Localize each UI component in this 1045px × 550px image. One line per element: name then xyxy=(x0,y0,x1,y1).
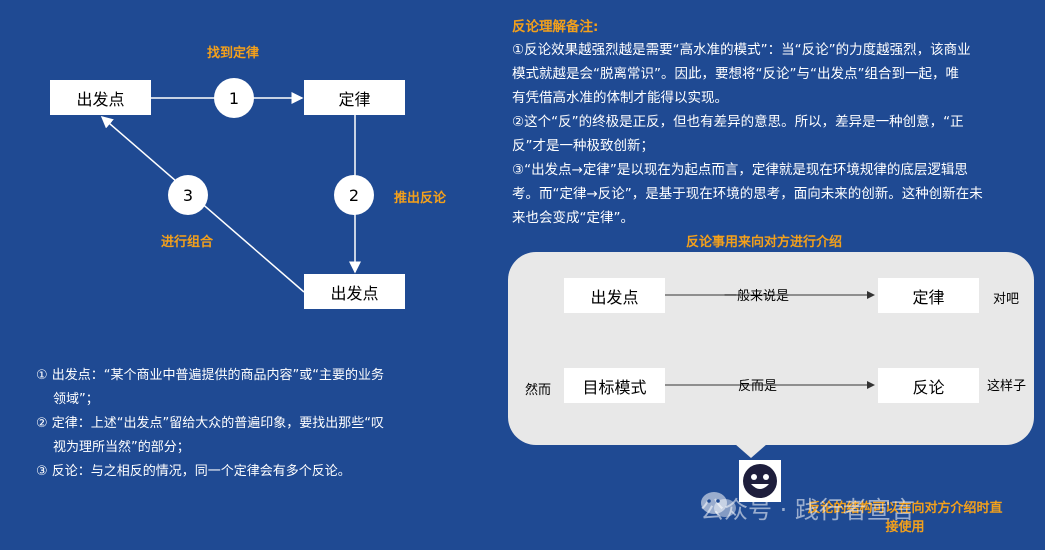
bottom-caption-line: 反论的结构可以在向对方介绍时直 xyxy=(807,501,1003,516)
row1-suffix: 对吧 xyxy=(993,292,1020,307)
left-notes: ① 出发点：“某个商业中普遍提供的商品内容”或“主要的业务 领域”； ② 定律：… xyxy=(36,364,384,484)
bottom-caption-line: 接使用 xyxy=(885,520,925,535)
right-notes-title: 反论理解备注: xyxy=(512,19,599,35)
watermark: 公众号 · 践行者宣言 xyxy=(700,490,915,525)
right-note-line: ③“出发点→定律”是以现在为起点而言，定律就是现在环境规律的底层逻辑思 xyxy=(512,162,968,178)
right-note-line: ②这个“反”的终极是正反，但也有差异的意思。所以，差异是一种创意，“正 xyxy=(512,114,964,130)
panel-arrows xyxy=(665,291,875,389)
right-note-line: 反”才是一种极致创新； xyxy=(512,138,654,154)
row1-start-box: 出发点 xyxy=(564,278,665,313)
right-note-line: 有凭借高水准的体制才能得以实现。 xyxy=(512,90,728,106)
right-note-line: 考。而“定律→反论”，是基于现在环境的思考，面向未来的创新。这种创新在未 xyxy=(512,186,983,202)
row2-model-box: 目标模式 xyxy=(564,368,665,403)
watermark-text: 公众号 · 践行者宣言 xyxy=(700,496,915,524)
box-law: 定律 xyxy=(304,80,405,115)
note-line: 视为理所当然”的部分； xyxy=(53,440,190,455)
bottom-caption: 反论的结构可以在向对方介绍时直 接使用 xyxy=(790,499,1020,537)
row2-prefix: 然而 xyxy=(525,383,552,398)
step-3-circle: 3 xyxy=(168,175,208,215)
row1-arrow-label: 一般来说是 xyxy=(724,289,790,304)
right-notes: 反论理解备注: ①反论效果越强烈越是需要“高水准的模式”：当“反论”的力度越强烈… xyxy=(512,16,1032,230)
step-2-circle: 2 xyxy=(334,175,374,215)
box-start-bottom: 出发点 xyxy=(304,274,405,309)
label-derive-paradox: 推出反论 xyxy=(394,191,447,206)
right-note-line: 来也会变成“定律”。 xyxy=(512,210,634,226)
right-note-line: 模式就越是会“脱离常识”。因此，要想将“反论”与“出发点”组合到一起，唯 xyxy=(512,66,959,82)
row2-paradox-box: 反论 xyxy=(878,368,979,403)
row2-suffix: 这样子 xyxy=(987,379,1027,394)
row2-arrow-label: 反而是 xyxy=(738,379,778,394)
intro-title: 反论事用来向对方进行介绍 xyxy=(686,235,843,250)
label-combine: 进行组合 xyxy=(161,235,214,250)
intro-panel: 出发点 一般来说是 定律 对吧 然而 目标模式 反而是 反论 这样子 xyxy=(508,252,1034,445)
note-line: ③ 反论：与之相反的情况，同一个定律会有多个反论。 xyxy=(36,464,351,479)
step-1-circle: 1 xyxy=(214,78,254,118)
row1-law-box: 定律 xyxy=(878,278,979,313)
title-find-law: 找到定律 xyxy=(207,46,260,61)
right-note-line: ①反论效果越强烈越是需要“高水准的模式”：当“反论”的力度越强烈，该商业 xyxy=(512,42,971,58)
box-start-top: 出发点 xyxy=(50,80,151,115)
speech-bubble-tail xyxy=(735,444,767,458)
note-line: ② 定律：上述“出发点”留给大众的普遍印象，要找出那些“叹 xyxy=(36,416,384,431)
note-line: 领域”； xyxy=(53,392,99,407)
wechat-icon xyxy=(701,492,736,517)
note-line: ① 出发点：“某个商业中普遍提供的商品内容”或“主要的业务 xyxy=(36,368,384,383)
smiley-face-icon xyxy=(739,460,781,502)
